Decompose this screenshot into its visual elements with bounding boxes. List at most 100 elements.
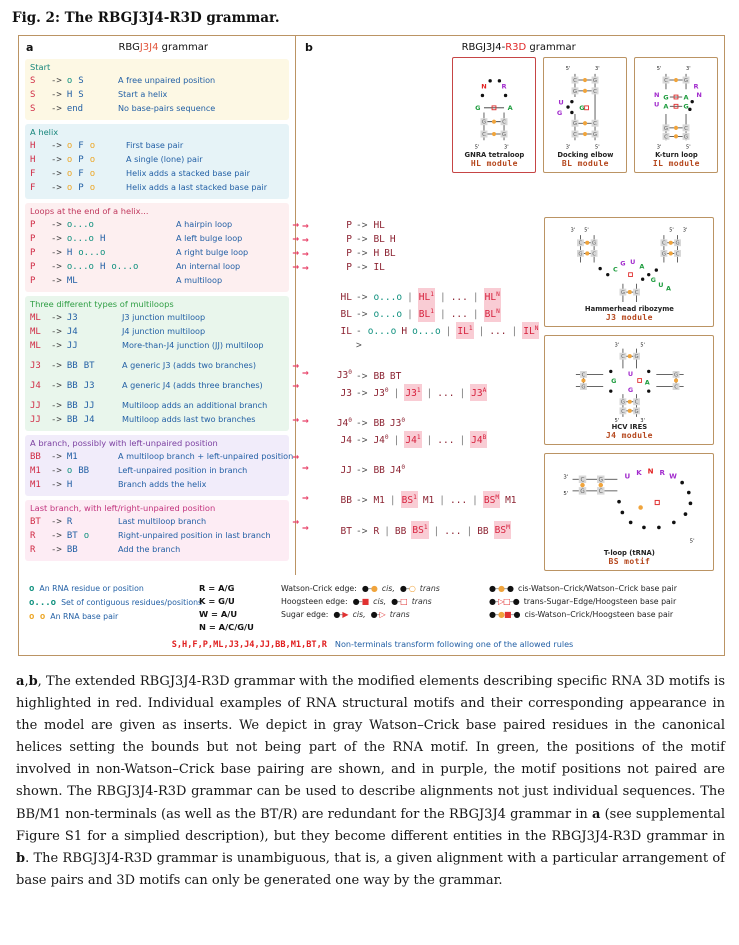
rule-lhs: R	[30, 531, 36, 541]
panel-a-title: RBGJ3J4 grammar	[33, 42, 293, 53]
token-superscript: 0	[401, 464, 406, 472]
rule-lhs: S	[30, 76, 36, 86]
rule-token: BB	[66, 545, 78, 555]
rule-expression: P->ML	[30, 275, 176, 288]
rule-description: A multiloop	[176, 275, 223, 285]
rule-lhs: J30	[336, 369, 352, 382]
svg-text:G: G	[580, 104, 585, 112]
cross-panel-arrow-icon: →	[292, 379, 299, 392]
caption-bold: b	[28, 674, 38, 689]
svg-text:G: G	[662, 251, 666, 257]
rule-arrow: ->	[51, 276, 62, 286]
symbol-glyph: ▶	[342, 610, 348, 619]
caption-bold: b	[16, 850, 26, 866]
pair-legend-row: ●–●■–●cis-Watson–Crick/Hoogsteen base pa…	[489, 608, 716, 621]
symbol-glyph: ●	[489, 584, 496, 593]
svg-text:5': 5'	[657, 66, 662, 72]
rule-lhs: IL	[340, 326, 352, 338]
svg-text:3': 3'	[595, 66, 600, 72]
caption-bold: a	[591, 806, 601, 822]
pair-legend-row: ●–●–●cis-Watson–Crick/Watson–Crick base …	[489, 582, 716, 595]
svg-text:K: K	[637, 468, 643, 477]
rule-lhs: JJ	[340, 465, 352, 477]
rule-description: A generic J3 (adds two branches)	[122, 360, 257, 370]
rule-lhs: BT	[30, 517, 41, 527]
rule-arrow: ->	[356, 234, 368, 245]
svg-text:3': 3'	[641, 418, 646, 423]
symbol-glyph: □	[400, 597, 408, 606]
rule-token: o	[66, 169, 73, 179]
insert-module-label: IL module	[652, 159, 700, 168]
insert-motif-name: GNRA tetraloop	[464, 151, 525, 159]
rule-token: |	[439, 292, 446, 304]
svg-text:C: C	[573, 78, 577, 84]
legend-bottom-line: S,H,F,P,ML,J3,J4,JJ,BB,M1,BT,R Non-termi…	[29, 639, 716, 650]
svg-text:3': 3'	[564, 474, 569, 480]
trans-label: trans	[389, 610, 410, 619]
rule-arrow: ->	[356, 525, 368, 537]
rule-description: Start a helix	[118, 89, 168, 99]
svg-text:C: C	[482, 132, 486, 138]
rule-arrow: ->	[51, 313, 62, 323]
edge-trans-symbol: ●–○	[400, 582, 416, 595]
rule-description: A generic J4 (adds three branches)	[122, 380, 263, 390]
rule-lhs: P	[346, 248, 352, 259]
rule-token: M1	[373, 495, 385, 507]
rule-arrow: ->	[356, 435, 368, 447]
rule-arrow: ->	[51, 381, 62, 391]
rule-lhs: H	[30, 141, 36, 151]
svg-text:G: G	[557, 109, 562, 117]
insert-motif-name: HCV IRES	[611, 423, 648, 431]
svg-text:C: C	[599, 489, 603, 495]
insert-motif-name: K-turn loop	[655, 151, 698, 159]
degenerate-code: W = A/U	[199, 609, 238, 619]
rule-arrow: ->	[51, 141, 62, 151]
svg-text:G: G	[502, 132, 506, 138]
rule-token: ...	[450, 309, 468, 321]
rule-token: |	[439, 495, 445, 507]
rule-arrow: ->	[51, 155, 62, 165]
svg-text:G: G	[581, 489, 586, 495]
rule-lhs: P	[346, 234, 352, 245]
rule-arrow: ->	[51, 415, 62, 425]
rule-token: H	[66, 480, 73, 490]
svg-text:A: A	[666, 285, 671, 293]
svg-text:5': 5'	[686, 145, 691, 151]
rule-token: ILN	[522, 322, 540, 340]
rule-description: Left-unpaired position in branch	[118, 465, 248, 475]
rule-token: o...o	[78, 248, 106, 258]
rule-token: ML	[66, 276, 78, 286]
token-superscript: 1	[430, 308, 434, 316]
legend-item-text: An RNA base pair	[50, 612, 119, 621]
rule-lhs: F	[30, 169, 36, 179]
symbol-glyph: –	[503, 584, 508, 593]
grammar-section: Last branch, with left/right-unpaired po…	[25, 500, 299, 561]
svg-text:5': 5'	[564, 491, 569, 497]
rule-lhs: M1	[30, 466, 41, 476]
token-superscript: B	[482, 433, 487, 441]
rule-token: S	[78, 76, 84, 86]
rule-token: J4	[66, 327, 78, 337]
token-superscript: M	[495, 494, 500, 502]
symbol-glyph: –	[367, 584, 372, 593]
rule-expression: P->o...o	[30, 219, 176, 232]
svg-text:G: G	[599, 477, 604, 483]
rule-token: |	[466, 525, 473, 537]
